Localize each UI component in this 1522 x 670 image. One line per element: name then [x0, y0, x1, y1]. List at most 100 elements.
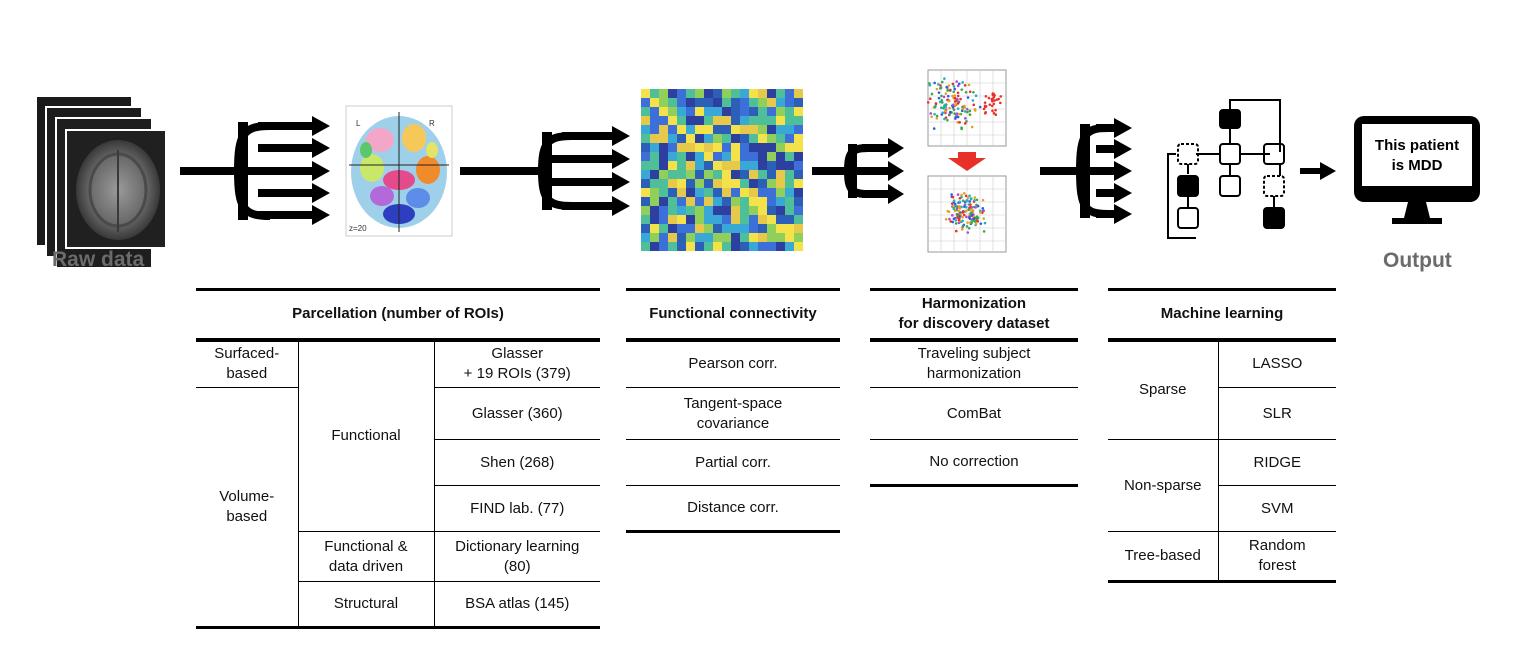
scatter-point: [956, 94, 960, 98]
scatter-point: [967, 216, 971, 219]
scatter-point: [950, 202, 954, 205]
matrix-cell: [776, 161, 785, 170]
matrix-cell: [749, 206, 758, 215]
scatter-point: [961, 81, 964, 84]
scatter-point: [990, 97, 994, 101]
matrix-cell: [785, 170, 794, 179]
matrix-cell: [785, 161, 794, 170]
scatter-point: [935, 116, 939, 120]
scatter-point: [956, 115, 960, 119]
matrix-cell: [668, 215, 677, 224]
matrix-cell: [650, 179, 659, 188]
scatter-point: [934, 102, 938, 105]
scatter-point: [954, 117, 957, 120]
matrix-cell: [659, 233, 668, 242]
matrix-cell: [722, 242, 731, 251]
matrix-cell: [785, 143, 794, 152]
matrix-cell: [668, 98, 677, 107]
decision-tree-icon: [1167, 99, 1285, 239]
matrix-cell: [785, 233, 794, 242]
matrix-cell: [794, 197, 803, 206]
scatter-point: [961, 215, 964, 219]
matrix-cell: [659, 125, 668, 134]
harmonization-row: Traveling subject harmonization: [870, 339, 1078, 388]
scatter-point: [949, 220, 952, 223]
matrix-cell: [785, 215, 794, 224]
matrix-cell: [776, 206, 785, 215]
scatter-point: [975, 198, 979, 202]
scatter-point: [967, 83, 971, 87]
matrix-cell: [704, 98, 713, 107]
scatter-point: [963, 84, 967, 87]
pipeline-graphic: L R z=20: [35, 69, 1480, 269]
scatter-point: [975, 203, 978, 207]
matrix-cell: [659, 143, 668, 152]
scatter-point: [952, 199, 956, 203]
matrix-cell: [650, 161, 659, 170]
scatter-point: [947, 84, 951, 87]
scatter-point: [993, 94, 996, 97]
scatter-point: [968, 109, 972, 113]
matrix-cell: [695, 197, 704, 206]
raw-data-label: Raw data: [52, 248, 145, 271]
matrix-cell: [686, 188, 695, 197]
matrix-cell: [677, 188, 686, 197]
matrix-cell: [749, 197, 758, 206]
matrix-cell: [650, 143, 659, 152]
scatter-point: [954, 219, 958, 222]
matrix-cell: [659, 89, 668, 98]
matrix-cell: [776, 98, 785, 107]
matrix-cell: [758, 161, 767, 170]
scatter-point: [981, 211, 984, 214]
scatter-point: [958, 196, 962, 200]
fork-arrows-1: [234, 116, 330, 225]
scatter-point: [935, 87, 939, 91]
matrix-cell: [641, 89, 650, 98]
scatter-point: [993, 99, 996, 102]
matrix-cell: [767, 152, 776, 161]
scatter-point: [940, 80, 944, 84]
matrix-cell: [794, 125, 803, 134]
matrix-cell: [704, 134, 713, 143]
matrix-cell: [668, 125, 677, 134]
matrix-cell: [713, 161, 722, 170]
scatter-point: [969, 211, 973, 215]
matrix-cell: [641, 233, 650, 242]
matrix-cell: [776, 242, 785, 251]
scatter-point: [966, 221, 969, 224]
matrix-cell: [650, 125, 659, 134]
scatter-point: [982, 230, 986, 233]
matrix-cell: [785, 197, 794, 206]
matrix-cell: [704, 161, 713, 170]
matrix-cell: [785, 188, 794, 197]
scatter-point: [946, 94, 950, 98]
matrix-cell: [749, 188, 758, 197]
scatter-point: [946, 118, 949, 122]
matrix-cell: [731, 98, 740, 107]
scatter-point: [942, 95, 946, 99]
matrix-cell: [731, 188, 740, 197]
monitor-icon: This patient is MDD: [1354, 116, 1480, 224]
functional-cell: Functional: [298, 339, 435, 532]
matrix-cell: [686, 197, 695, 206]
scatter-point: [952, 85, 956, 88]
matrix-cell: [704, 107, 713, 116]
matrix-cell: [758, 152, 767, 161]
matrix-cell: [722, 107, 731, 116]
scatter-point: [938, 100, 942, 104]
matrix-cell: [713, 134, 722, 143]
scatter-point: [958, 200, 961, 203]
random-forest-cell: Random forest: [1218, 531, 1336, 583]
matrix-cell: [650, 89, 659, 98]
matrix-cell: [776, 215, 785, 224]
matrix-cell: [677, 170, 686, 179]
matrix-cell: [641, 170, 650, 179]
output-text-line2: is MDD: [1392, 157, 1443, 174]
matrix-cell: [776, 179, 785, 188]
scatter-point: [952, 90, 956, 94]
matrix-cell: [758, 134, 767, 143]
scatter-point: [972, 217, 976, 220]
find-cell: FIND lab. (77): [434, 485, 600, 532]
matrix-cell: [749, 242, 758, 251]
matrix-cell: [677, 143, 686, 152]
